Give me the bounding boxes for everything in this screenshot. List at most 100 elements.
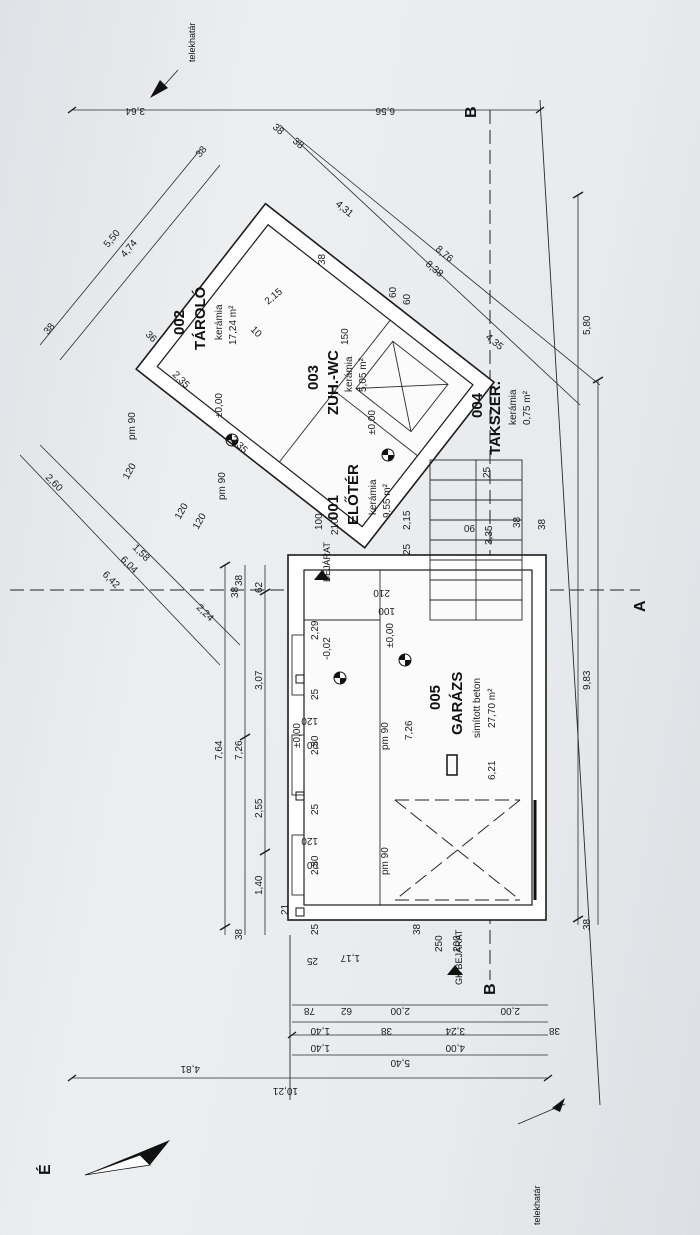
level-marker-2 bbox=[381, 448, 395, 462]
label-w120-d: 120 bbox=[173, 501, 191, 521]
room-004: 004 TAKSZER. kerámia 0,75 m² bbox=[469, 381, 533, 455]
dim-656: 6,56 bbox=[375, 105, 395, 116]
label-pm90-d: pm 90 bbox=[217, 472, 228, 500]
room-002-area: 17,24 m² bbox=[228, 305, 239, 345]
label-726: 7,26 bbox=[404, 720, 415, 740]
dim-224: 2,24 bbox=[194, 602, 216, 624]
dim-bottom-25: 25 bbox=[306, 955, 318, 966]
right-dimension-chain bbox=[572, 191, 604, 925]
floor-drain bbox=[446, 754, 458, 776]
room-003-number: 003 bbox=[305, 365, 322, 390]
level-label-5: ±0,00 bbox=[292, 723, 303, 748]
room-005-number: 005 bbox=[427, 685, 444, 710]
section-b-label-top: B bbox=[463, 106, 480, 118]
north-arrow-half bbox=[84, 1154, 151, 1176]
label-pm90-c: pm 90 bbox=[127, 412, 138, 440]
room-002-number: 002 bbox=[171, 310, 188, 335]
label-38-a: 38 bbox=[512, 516, 523, 528]
dim-481: 4,81 bbox=[180, 1063, 200, 1074]
dim-bottom-38-c: 38 bbox=[412, 923, 423, 935]
dim-474: 4,74 bbox=[119, 238, 140, 260]
dim-21: 21 bbox=[280, 903, 291, 915]
level-marker-4 bbox=[398, 653, 412, 667]
room-002-name: TÁROLÓ bbox=[191, 286, 209, 350]
label-210-a: 210 bbox=[330, 518, 341, 535]
dim-bottom-38-b: 38 bbox=[548, 1025, 560, 1036]
label-w120-c: 120 bbox=[121, 461, 139, 481]
label-60-a: 60 bbox=[388, 286, 399, 298]
room-001: 001 ELŐTÉR kerámia 9,55 m² bbox=[325, 464, 393, 525]
label-335: 3,35 bbox=[484, 525, 495, 545]
pillar-2 bbox=[295, 791, 305, 801]
pillar-1 bbox=[295, 674, 305, 684]
dim-550: 5,50 bbox=[102, 228, 123, 250]
dim-200: 200 bbox=[452, 935, 463, 952]
dim-200-a: 2,00 bbox=[390, 1005, 410, 1016]
label-w120-b: 120 bbox=[301, 835, 318, 846]
dim-307: 3,07 bbox=[254, 670, 265, 690]
room-001-area: 9,55 m² bbox=[382, 483, 393, 518]
dim-diag-right-38-a: 38 bbox=[270, 122, 286, 138]
dim-diag-38-b: 38 bbox=[194, 144, 210, 160]
car-bay-cross bbox=[394, 799, 521, 901]
label-100-a: 100 bbox=[314, 513, 325, 530]
top-dimension-chain bbox=[67, 106, 545, 114]
room-005-area: 27,70 m² bbox=[487, 688, 498, 728]
label-621: 6,21 bbox=[487, 760, 498, 780]
diagonal-wing bbox=[135, 202, 496, 549]
room-003: 003 ZUH.-WC kerámia 5,05 m² bbox=[305, 350, 369, 415]
dim-25-b: 25 bbox=[310, 803, 321, 815]
dim-540: 5,40 bbox=[390, 1057, 410, 1068]
label-150: 150 bbox=[340, 328, 351, 345]
dim-229: 2,29 bbox=[310, 620, 321, 640]
label-pm90-b: pm 90 bbox=[380, 847, 391, 875]
dim-400: 4,00 bbox=[445, 1042, 465, 1053]
label-210-b: 210 bbox=[373, 587, 390, 598]
room-003-area: 5,05 m² bbox=[358, 357, 369, 392]
level-marker-1 bbox=[225, 433, 239, 447]
window-2 bbox=[291, 734, 305, 796]
dim-431: 4,31 bbox=[333, 199, 355, 220]
window-3 bbox=[291, 834, 305, 896]
dim-140-b: 1,40 bbox=[310, 1025, 330, 1036]
label-215-b: 2,15 bbox=[402, 510, 413, 530]
dim-38-b: 38 bbox=[234, 574, 245, 586]
dim-bottom-62: 62 bbox=[340, 1005, 352, 1016]
dim-25-a: 25 bbox=[310, 688, 321, 700]
room-003-name: ZUH.-WC bbox=[325, 350, 342, 415]
shower-cross-b bbox=[355, 383, 448, 389]
room-004-number: 004 bbox=[469, 392, 486, 418]
diagonal-dimension-lines bbox=[19, 124, 601, 666]
dim-1021: 10,21 bbox=[273, 1085, 298, 1096]
dim-260: 2,60 bbox=[43, 472, 65, 494]
dim-604: 6,04 bbox=[118, 554, 140, 576]
property-line-label-bottom: telekhatár bbox=[532, 1185, 542, 1225]
dim-right-38: 38 bbox=[582, 918, 593, 930]
label-38-c: 38 bbox=[230, 586, 241, 598]
room-005: 005 GARÁZS simított beton 27,70 m² bbox=[427, 672, 498, 738]
dim-255: 2,55 bbox=[254, 798, 265, 818]
north-arrow-icon bbox=[85, 1140, 170, 1175]
dim-230-a: 2,30 bbox=[310, 735, 321, 755]
label-25-a: 25 bbox=[402, 543, 413, 555]
room-004-area: 0,75 m² bbox=[522, 390, 533, 425]
dim-364: 3,64 bbox=[125, 105, 145, 116]
dim-983: 9,83 bbox=[582, 670, 593, 690]
property-line-right bbox=[539, 99, 601, 1106]
room-001-number: 001 bbox=[325, 495, 342, 520]
entrance-arrow-icon bbox=[314, 570, 330, 580]
label-pm90-a: pm 90 bbox=[380, 722, 391, 750]
property-marker-arrow-bottom bbox=[552, 1098, 565, 1112]
car-entrance-label: GK BEJÁRAT bbox=[454, 929, 464, 985]
room-005-name: GARÁZS bbox=[449, 672, 466, 735]
level-label-3: -0,02 bbox=[322, 637, 333, 660]
dim-200-b: 2,00 bbox=[500, 1005, 520, 1016]
level-marker-3 bbox=[333, 671, 347, 685]
room-004-name: TAKSZER. bbox=[487, 381, 504, 455]
level-label-1: ±0,00 bbox=[214, 393, 225, 418]
label-w120-a: 120 bbox=[301, 715, 318, 726]
dim-435: 4,35 bbox=[483, 332, 505, 353]
room-003-finish: kerámia bbox=[344, 356, 355, 392]
